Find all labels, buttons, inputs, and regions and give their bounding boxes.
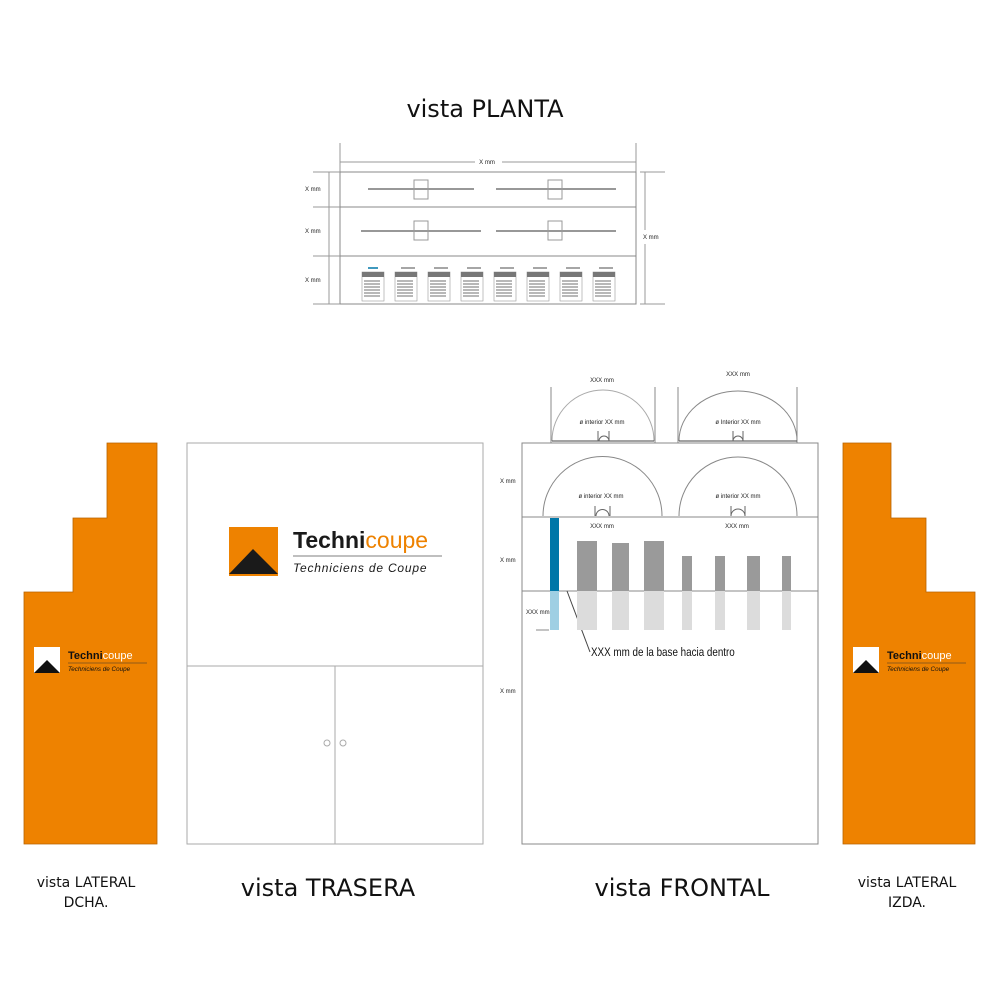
- front-row-label: X mm: [500, 558, 516, 564]
- title-lateral-dcha: vista LATERAL: [37, 875, 136, 891]
- dome-width-label: XXX mm: [726, 372, 750, 378]
- product-reflection: [747, 591, 760, 630]
- plan-card-header: [428, 272, 450, 277]
- front-view: [521, 387, 819, 845]
- product-box: [715, 556, 725, 591]
- door-knob: [323, 739, 331, 747]
- plan-card-header: [494, 272, 516, 277]
- dome-inner-label: ø Interior XX mm: [715, 420, 760, 426]
- plan-row-label: X mm: [305, 278, 321, 284]
- dome-width-label: XXX mm: [590, 378, 614, 384]
- shelf-label: XXX mm: [590, 524, 614, 530]
- plan-row-label: X mm: [305, 229, 321, 235]
- product-reflection: [612, 591, 629, 630]
- plan-card-header: [395, 272, 417, 277]
- svg-text:Techniciens de Coupe: Techniciens de Coupe: [887, 666, 950, 673]
- title-lateral-izda: vista LATERAL: [858, 875, 957, 891]
- product-box: [747, 556, 760, 591]
- front-products: [550, 518, 791, 630]
- plan-card-header: [560, 272, 582, 277]
- plan-card-header: [362, 272, 384, 277]
- svg-text:Techniciens de Coupe: Techniciens de Coupe: [68, 666, 131, 673]
- product-box: [682, 556, 692, 591]
- svg-text:Technicoupe: Technicoupe: [887, 650, 952, 662]
- product-box: [577, 541, 597, 591]
- side-panel-left: [842, 442, 976, 845]
- product-reflection: [550, 591, 559, 630]
- plan-card-header: [461, 272, 483, 277]
- svg-text:Technicoupe: Technicoupe: [293, 527, 428, 553]
- plan-height-label: X mm: [643, 235, 659, 241]
- front-row-label: X mm: [500, 479, 516, 485]
- product-reflection: [682, 591, 692, 630]
- base-label: XXX mm: [526, 610, 550, 616]
- base-note: XXX mm de la base hacia dentro: [591, 646, 735, 659]
- product-box: [612, 543, 629, 591]
- front-row-label: X mm: [500, 689, 516, 695]
- dome-inner-label: ø interior XX mm: [715, 494, 760, 500]
- logo-side-right: Technicoupe Techniciens de Coupe: [34, 647, 147, 673]
- plan-width-label: X mm: [479, 160, 495, 166]
- plan-view: [313, 143, 665, 305]
- title-lateral-dcha-2: DCHA.: [64, 895, 109, 911]
- product-box: [550, 518, 559, 591]
- product-reflection: [782, 591, 791, 630]
- svg-text:Technicoupe: Technicoupe: [68, 650, 133, 662]
- shelf-label: XXX mm: [725, 524, 749, 530]
- logo-rear: Technicoupe Techniciens de Coupe: [229, 527, 442, 576]
- side-panel-right: [23, 442, 158, 845]
- plan-card-header: [593, 272, 615, 277]
- rear-view: [186, 442, 484, 845]
- plan-card-header: [527, 272, 549, 277]
- logo-side-left: Technicoupe Techniciens de Coupe: [853, 647, 966, 673]
- door-knob: [339, 739, 347, 747]
- product-box: [644, 541, 664, 591]
- product-reflection: [644, 591, 664, 630]
- dome-inner-label: ø interior XX mm: [578, 494, 623, 500]
- product-reflection: [715, 591, 725, 630]
- product-box: [782, 556, 791, 591]
- plan-product-cards: [361, 267, 616, 302]
- plan-row-label: X mm: [305, 187, 321, 193]
- dome-inner-label: ø interior XX mm: [579, 420, 624, 426]
- product-reflection: [577, 591, 597, 630]
- title-planta: vista PLANTA: [406, 95, 564, 123]
- title-trasera: vista TRASERA: [241, 874, 416, 902]
- title-frontal: vista FRONTAL: [594, 874, 770, 902]
- title-lateral-izda-2: IZDA.: [888, 895, 926, 911]
- svg-text:Techniciens de Coupe: Techniciens de Coupe: [293, 561, 427, 575]
